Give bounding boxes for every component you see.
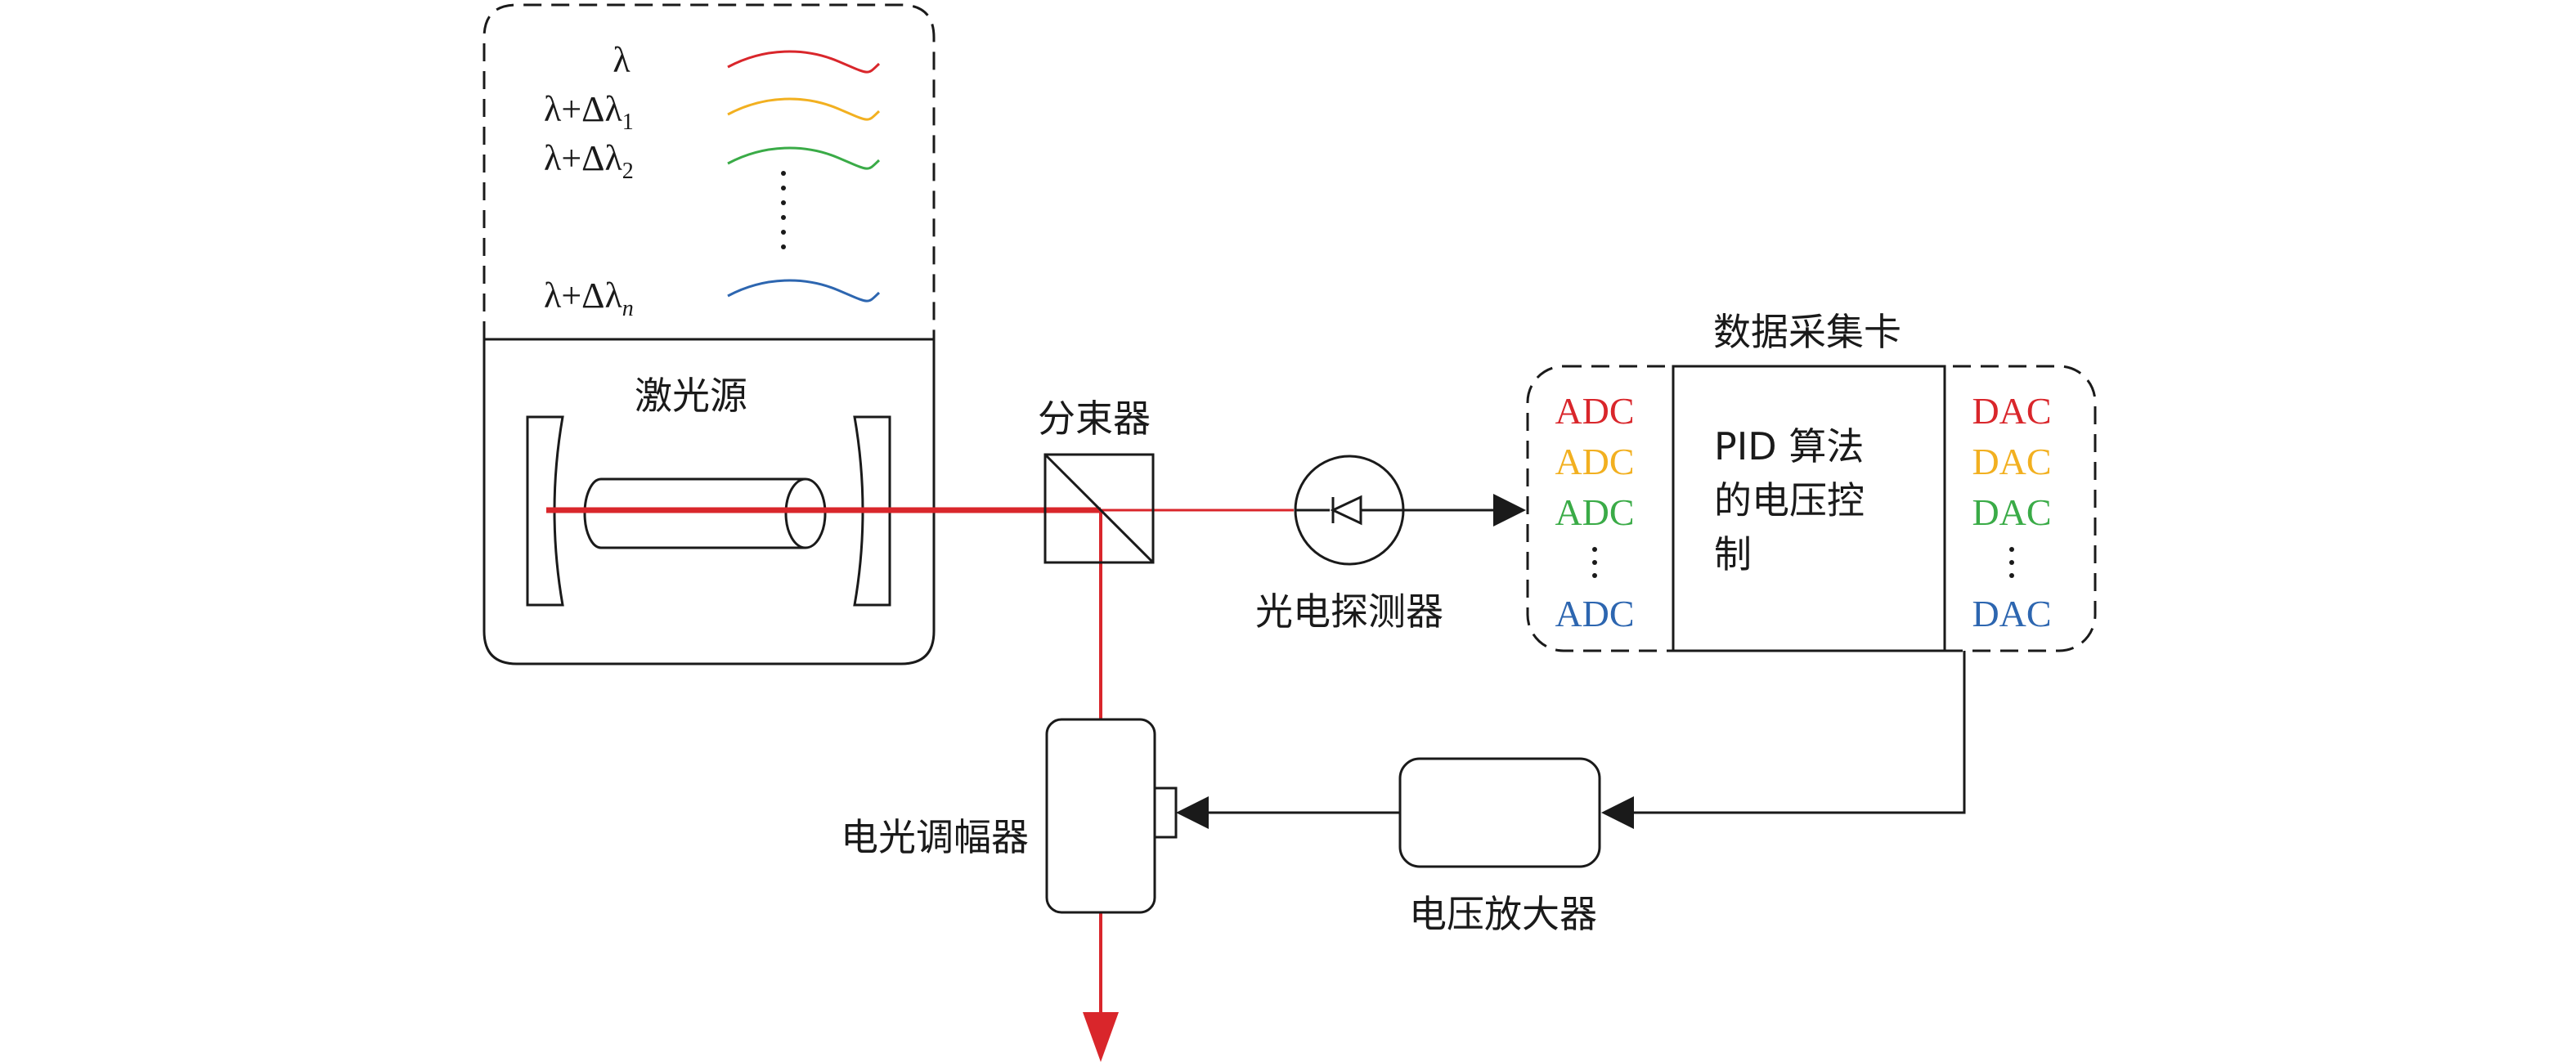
beam-splitter-label: 分束器 <box>1038 397 1151 441</box>
laser-source: 激光源 <box>482 338 936 665</box>
photodetector-label: 光电探测器 <box>1255 589 1443 634</box>
beam-splitter-cube <box>1043 453 1155 564</box>
output-arrow-head <box>1083 1012 1119 1062</box>
dac-channel-3: DAC <box>1972 491 2051 533</box>
laser-housing <box>482 338 936 665</box>
amplifier-body <box>1398 757 1601 868</box>
adc-channel-n: ADC <box>1555 593 1634 634</box>
modulator-electrode <box>1153 786 1178 839</box>
data-acquisition-card: 数据采集卡 PID 算法 的电压控 制 ADC ADC ADC ADC DAC … <box>1526 310 2097 652</box>
dac-ellipsis-dots <box>2009 547 2014 578</box>
modulator-label: 电光调幅器 <box>841 815 1029 859</box>
adc-channel-2: ADC <box>1555 441 1634 482</box>
legend-dashed-border <box>482 3 936 339</box>
legend-label-lambda-1: λ+Δλ1 <box>544 89 634 135</box>
wavelength-legend: λ λ+Δλ1 λ+Δλ2 λ+Δλn <box>482 3 936 339</box>
adc-channel-1: ADC <box>1555 390 1634 432</box>
beam-splitter-diagonal <box>1043 453 1155 564</box>
laser-gain-tube <box>583 477 806 549</box>
electro-optic-modulator: 电光调幅器 <box>841 718 1178 914</box>
legend-ellipsis-dots <box>781 171 786 249</box>
laser-tube-end <box>784 477 827 549</box>
adc-channel-3: ADC <box>1555 491 1634 533</box>
legend-wave-green <box>727 146 881 170</box>
daq-to-amplifier-arrow-head <box>1601 796 1634 829</box>
laser-left-mirror <box>526 415 564 607</box>
daq-label: 数据采集卡 <box>1713 310 1901 354</box>
legend-label-lambda: λ <box>613 40 631 80</box>
dac-channel-2: DAC <box>1972 441 2051 482</box>
dac-channel-1: DAC <box>1972 390 2051 432</box>
laser-right-mirror <box>853 415 891 607</box>
pid-text-line-1: PID 算法 <box>1714 424 1864 468</box>
pid-text-line-3: 制 <box>1714 532 1752 576</box>
laser-source-label: 激光源 <box>635 374 747 418</box>
legend-label-lambda-2: λ+Δλ2 <box>544 138 634 184</box>
legend-label-lambda-n: λ+Δλn <box>544 276 634 321</box>
beam-splitter: 分束器 <box>1038 397 1155 564</box>
amplifier-label: 电压放大器 <box>1409 892 1597 936</box>
detector-to-daq-arrow-head <box>1493 494 1526 527</box>
voltage-amplifier: 电压放大器 <box>1398 757 1601 936</box>
adc-ellipsis-dots <box>1592 547 1597 578</box>
legend-wave-blue <box>727 279 881 302</box>
photodiode-triangle <box>1330 495 1362 526</box>
amplifier-to-modulator-arrow-head <box>1176 796 1209 829</box>
modulator-body <box>1045 718 1156 914</box>
daq-to-amplifier-wire <box>1619 651 1966 814</box>
daq-pid-core <box>1672 365 1946 652</box>
dac-channel-n: DAC <box>1972 593 2051 634</box>
photodetector: 光电探测器 <box>1255 455 1443 634</box>
pid-text-line-2: 的电压控 <box>1714 478 1865 522</box>
legend-wave-red <box>727 50 881 74</box>
legend-wave-orange <box>727 97 881 121</box>
